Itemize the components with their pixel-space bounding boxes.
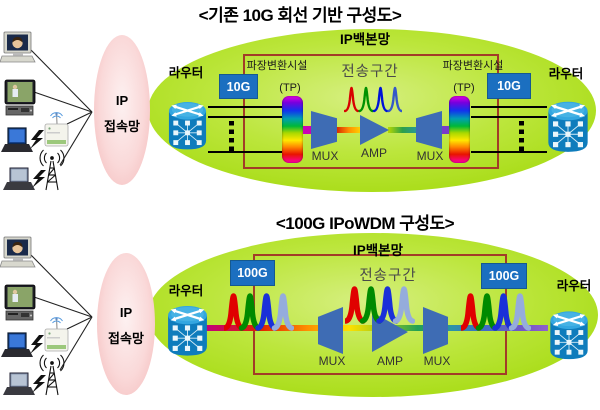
fiber-segment bbox=[302, 126, 313, 134]
backbone-network-label: IP백본망 bbox=[352, 243, 403, 258]
more-links-dots bbox=[229, 121, 234, 151]
mux-label: MUX bbox=[311, 149, 339, 163]
access-label-line2: 접속망 bbox=[108, 331, 144, 346]
access-network-label: IP 접속망 bbox=[94, 94, 150, 133]
access-label-line1: IP bbox=[119, 305, 133, 320]
access-network-label: IP 접속망 bbox=[97, 306, 155, 345]
client-devices-cluster bbox=[0, 31, 93, 191]
transport-section-frame bbox=[243, 54, 499, 169]
bottom-diagram-title: <100G IPoWDM 구성도> bbox=[275, 214, 455, 233]
link-line bbox=[208, 151, 283, 153]
amp-label: AMP bbox=[376, 354, 403, 368]
router-left-label: 라우터 bbox=[168, 66, 204, 80]
router-left-label: 라우터 bbox=[168, 284, 204, 298]
link-line bbox=[471, 106, 547, 108]
transmission-span-label: 전송구간 bbox=[359, 268, 417, 284]
mux-label: MUX bbox=[423, 354, 451, 368]
wavelength-peaks-icon bbox=[224, 287, 294, 333]
mux-icon bbox=[311, 111, 337, 149]
router-right-label: 라우터 bbox=[548, 67, 584, 81]
access-label-line1: IP bbox=[115, 93, 129, 108]
client-devices-cluster bbox=[0, 236, 93, 396]
link-speed-badge: 100G bbox=[481, 263, 527, 289]
tp-label: (TP) bbox=[453, 82, 475, 94]
link-line bbox=[208, 116, 283, 118]
more-links-dots bbox=[519, 121, 524, 151]
transmission-span-label: 전송구간 bbox=[341, 64, 399, 80]
router-icon bbox=[547, 100, 589, 153]
link-speed-badge: 10G bbox=[219, 74, 258, 99]
backbone-network-label: IP백본망 bbox=[339, 32, 390, 47]
wavelength-peaks-icon bbox=[345, 280, 415, 326]
router-icon bbox=[167, 100, 208, 151]
tp-bar-icon bbox=[449, 96, 470, 163]
fiber-segment bbox=[336, 127, 362, 133]
mux-label: MUX bbox=[416, 149, 444, 163]
router-icon bbox=[166, 304, 209, 357]
link-line bbox=[471, 116, 547, 118]
access-network-ellipse bbox=[94, 35, 150, 185]
wavelength-peaks-icon bbox=[461, 287, 531, 333]
top-diagram-title: <기존 10G 회선 기반 구성도> bbox=[198, 6, 402, 25]
link-line bbox=[208, 106, 283, 108]
link-speed-badge: 10G bbox=[487, 73, 531, 99]
fiber-segment bbox=[441, 126, 450, 134]
fiber-segment bbox=[388, 127, 417, 133]
tp-label: (TP) bbox=[279, 82, 301, 94]
link-line bbox=[471, 151, 547, 153]
link-speed-badge: 100G bbox=[230, 260, 275, 286]
router-icon bbox=[549, 310, 589, 361]
wavelength-converter-label: 파장변환시설 bbox=[246, 60, 308, 72]
mux-label: MUX bbox=[318, 354, 346, 368]
access-network-ellipse bbox=[97, 253, 155, 395]
wavelength-peaks-icon bbox=[344, 86, 402, 113]
mux-icon bbox=[416, 111, 442, 149]
router-right-label: 라우터 bbox=[556, 279, 592, 293]
wavelength-converter-label: 파장변환시설 bbox=[442, 60, 504, 72]
access-label-line2: 접속망 bbox=[104, 119, 140, 134]
tp-bar-icon bbox=[282, 96, 303, 163]
amp-label: AMP bbox=[360, 146, 387, 160]
